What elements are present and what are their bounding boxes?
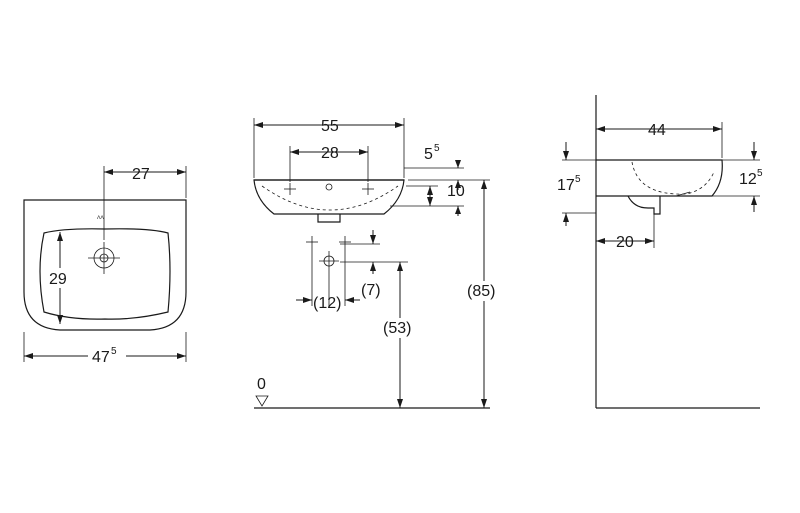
- dim-rim-height-label: 10: [447, 183, 465, 200]
- front-view: 55 28 5 5 10: [253, 118, 503, 409]
- logo-mark: ᐱᐱ: [97, 215, 104, 221]
- dim-outlet-spacing-label: (12): [313, 295, 341, 312]
- dim-rim-top-label: 5: [424, 146, 433, 163]
- dim-bowl-depth-label: 29: [49, 271, 67, 288]
- dim-depth-label: 44: [648, 122, 666, 139]
- side-view: 44 17 5 12 5: [557, 95, 763, 409]
- floor-marker-icon: [255, 395, 269, 407]
- basin-outline: [23, 199, 187, 331]
- front-bowl-hidden: [261, 185, 399, 211]
- dim-hole-spacing-label: 28: [321, 145, 339, 162]
- dim-left-height-sup: 5: [575, 174, 581, 185]
- tap-hole: [88, 242, 120, 274]
- dim-right-height-label: 12: [739, 171, 757, 188]
- dim-outlet-spacing: (12): [296, 295, 360, 312]
- dim-outlet-wall: 20: [596, 214, 655, 251]
- dim-tap-offset-label: 27: [132, 166, 150, 183]
- dim-width-front-label: 55: [321, 118, 339, 135]
- dim-bowl-depth: 29: [44, 232, 74, 324]
- dim-rim-top: 5 5: [404, 143, 490, 190]
- front-outlet: [317, 214, 341, 223]
- outlet-pattern: [306, 236, 408, 306]
- dim-width-top-label: 47: [92, 349, 110, 366]
- dim-outlet-wall-label: 20: [616, 234, 634, 251]
- dim-hole-spacing: 28: [289, 145, 369, 182]
- dim-rim-top-sup: 5: [434, 143, 440, 154]
- dim-depth: 44: [596, 122, 723, 158]
- dim-outlet-offset-label: (7): [361, 282, 381, 299]
- dim-width-top: 47 5: [23, 332, 187, 366]
- floor-level-label: 0: [257, 376, 266, 393]
- side-bowl-hidden: [631, 161, 715, 195]
- dim-width-front: 55: [253, 118, 405, 178]
- top-view: ᐱᐱ 27 29: [23, 166, 187, 366]
- dim-left-height: 17 5: [557, 142, 596, 226]
- dim-width-top-sup: 5: [111, 346, 117, 357]
- dim-outlet-height: (53): [381, 262, 419, 408]
- dim-outlet-height-label: (53): [383, 320, 411, 337]
- dim-rim-height: 10: [390, 183, 465, 216]
- dim-left-height-label: 17: [557, 177, 575, 194]
- dim-outlet-offset: (7): [361, 230, 381, 299]
- dim-right-height: 12 5: [712, 142, 763, 212]
- dim-total-height-label: (85): [467, 283, 495, 300]
- dim-tap-offset: 27: [103, 166, 187, 240]
- front-tap-holes: [284, 183, 374, 195]
- dim-right-height-sup: 5: [757, 168, 763, 179]
- bowl-outline: [39, 228, 171, 320]
- front-basin-outline: [253, 179, 405, 215]
- dim-total-height: (85): [465, 180, 503, 408]
- side-outlet: [627, 195, 661, 215]
- floor-line: 0: [254, 376, 490, 409]
- side-basin-outline: [596, 159, 723, 197]
